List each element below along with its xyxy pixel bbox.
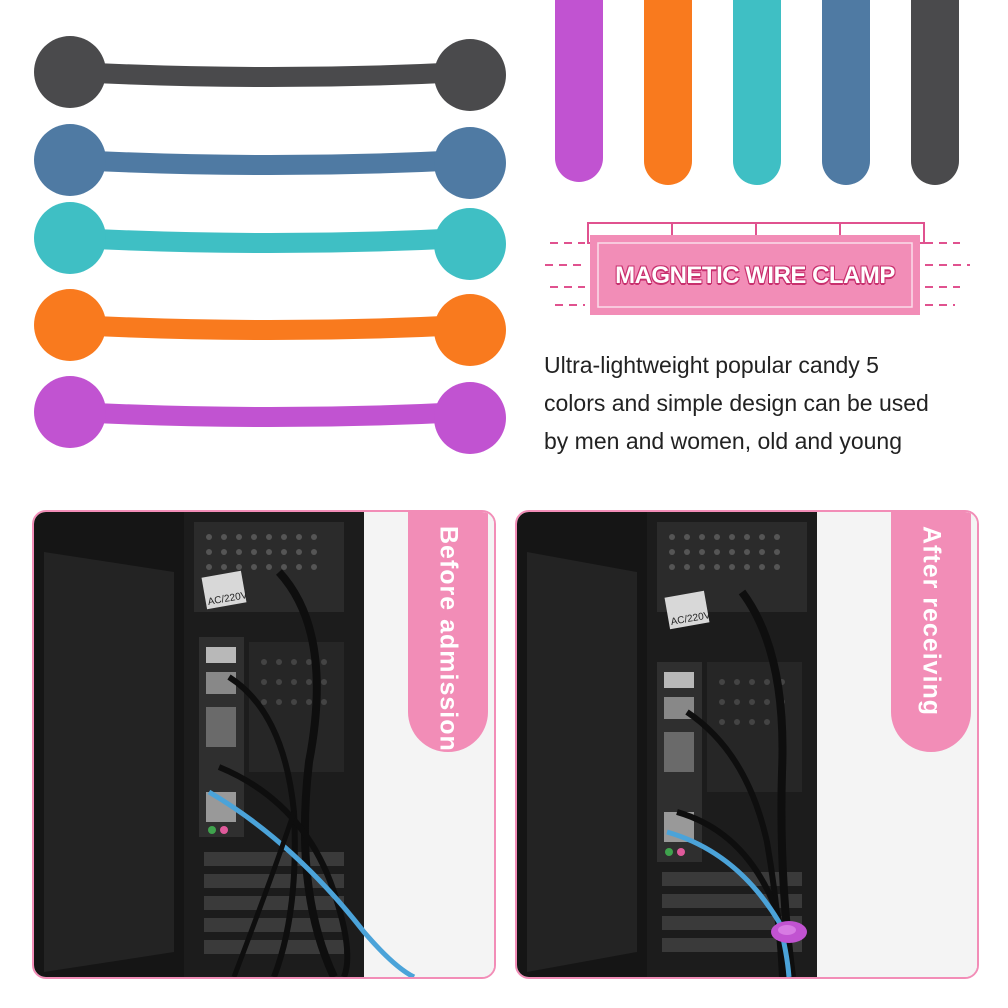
description-line: by men and women, old and young (544, 428, 903, 454)
pill-purple (555, 0, 603, 182)
banner-title: MAGNETIC WIRE CLAMP (615, 262, 895, 289)
pill-blue (822, 0, 870, 185)
before-label-tab: Before admission (408, 512, 488, 752)
magnetic-straps-illustration (34, 36, 506, 454)
after-label: After receiving (917, 526, 946, 717)
after-label-tab: After receiving (891, 512, 971, 752)
pill-gray (911, 0, 959, 185)
pill-orange (644, 0, 692, 185)
strap-purple (34, 376, 506, 454)
color-pills-illustration (555, 0, 959, 185)
title-banner (545, 222, 970, 315)
strap-gray (34, 36, 506, 111)
description-line: colors and simple design can be used (544, 390, 929, 416)
pill-cyan (733, 0, 781, 185)
strap-blue (34, 124, 506, 199)
strap-orange (34, 289, 506, 366)
before-label: Before admission (434, 526, 463, 752)
product-description: Ultra-lightweight popular candy 5 colors… (544, 346, 984, 460)
pc-tower-photo-before: AC/220V (34, 512, 494, 977)
description-line: Ultra-lightweight popular candy 5 (544, 352, 879, 378)
after-panel: AC/220V After receiving (515, 510, 979, 979)
before-panel: AC/220V Before admission (32, 510, 496, 979)
strap-cyan (34, 202, 506, 280)
